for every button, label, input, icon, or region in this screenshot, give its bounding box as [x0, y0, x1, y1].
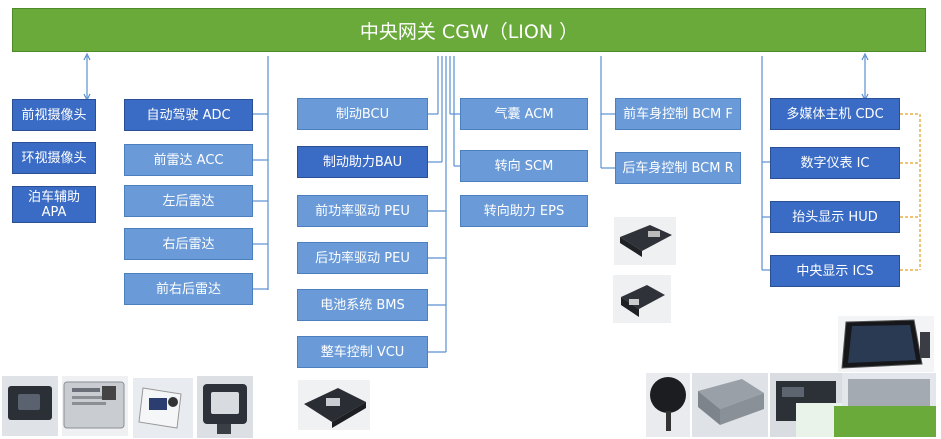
infotainment-dashed-links — [900, 113, 921, 271]
hud-box: 抬头显示 HUD — [770, 201, 900, 233]
sensor-module-photo — [197, 376, 253, 438]
vcu-module-photo — [298, 380, 370, 430]
vcu-box: 整车控制 VCU — [297, 336, 428, 368]
scm-box: 转向 SCM — [460, 150, 588, 182]
bcm-rear-module-photo — [613, 275, 671, 323]
acm-box: 气囊 ACM — [460, 98, 588, 130]
radar-module-photos — [2, 376, 128, 436]
rear-right-radar-box: 右后雷达 — [124, 228, 253, 260]
ic-box: 数字仪表 IC — [770, 147, 900, 179]
bau-box: 制动助力BAU — [297, 146, 428, 178]
acc-radar-box: 前雷达 ACC — [124, 144, 253, 176]
bcm-front-module-photo — [614, 217, 676, 265]
parking-assist-apa-box: 泊车辅助 APA — [12, 186, 96, 223]
bcm-rear-box: 后车身控制 BCM R — [615, 152, 741, 184]
surround-camera-box: 环视摄像头 — [12, 142, 96, 174]
central-gateway-cgw: 中央网关 CGW（LION ） — [12, 8, 926, 52]
bcu-box: 制动BCU — [297, 98, 428, 130]
ics-box: 中央显示 ICS — [770, 255, 900, 287]
rear-left-radar-box: 左后雷达 — [124, 185, 253, 217]
rear-peu-box: 后功率驱动 PEU — [297, 242, 428, 274]
eps-box: 转向助力 EPS — [460, 195, 588, 227]
bms-box: 电池系统 BMS — [297, 289, 428, 321]
bcm-front-box: 前车身控制 BCM F — [615, 98, 741, 130]
front-peu-box: 前功率驱动 PEU — [297, 195, 428, 227]
adc-box: 自动驾驶 ADC — [124, 99, 253, 131]
front-right-rear-radar-box: 前右后雷达 — [124, 273, 253, 305]
infotainment-hardware-photos — [646, 373, 936, 437]
cdc-box: 多媒体主机 CDC — [770, 98, 900, 130]
camera-module-photo — [133, 378, 193, 438]
front-camera-box: 前视摄像头 — [12, 99, 96, 131]
display-screen-photo — [838, 316, 934, 372]
